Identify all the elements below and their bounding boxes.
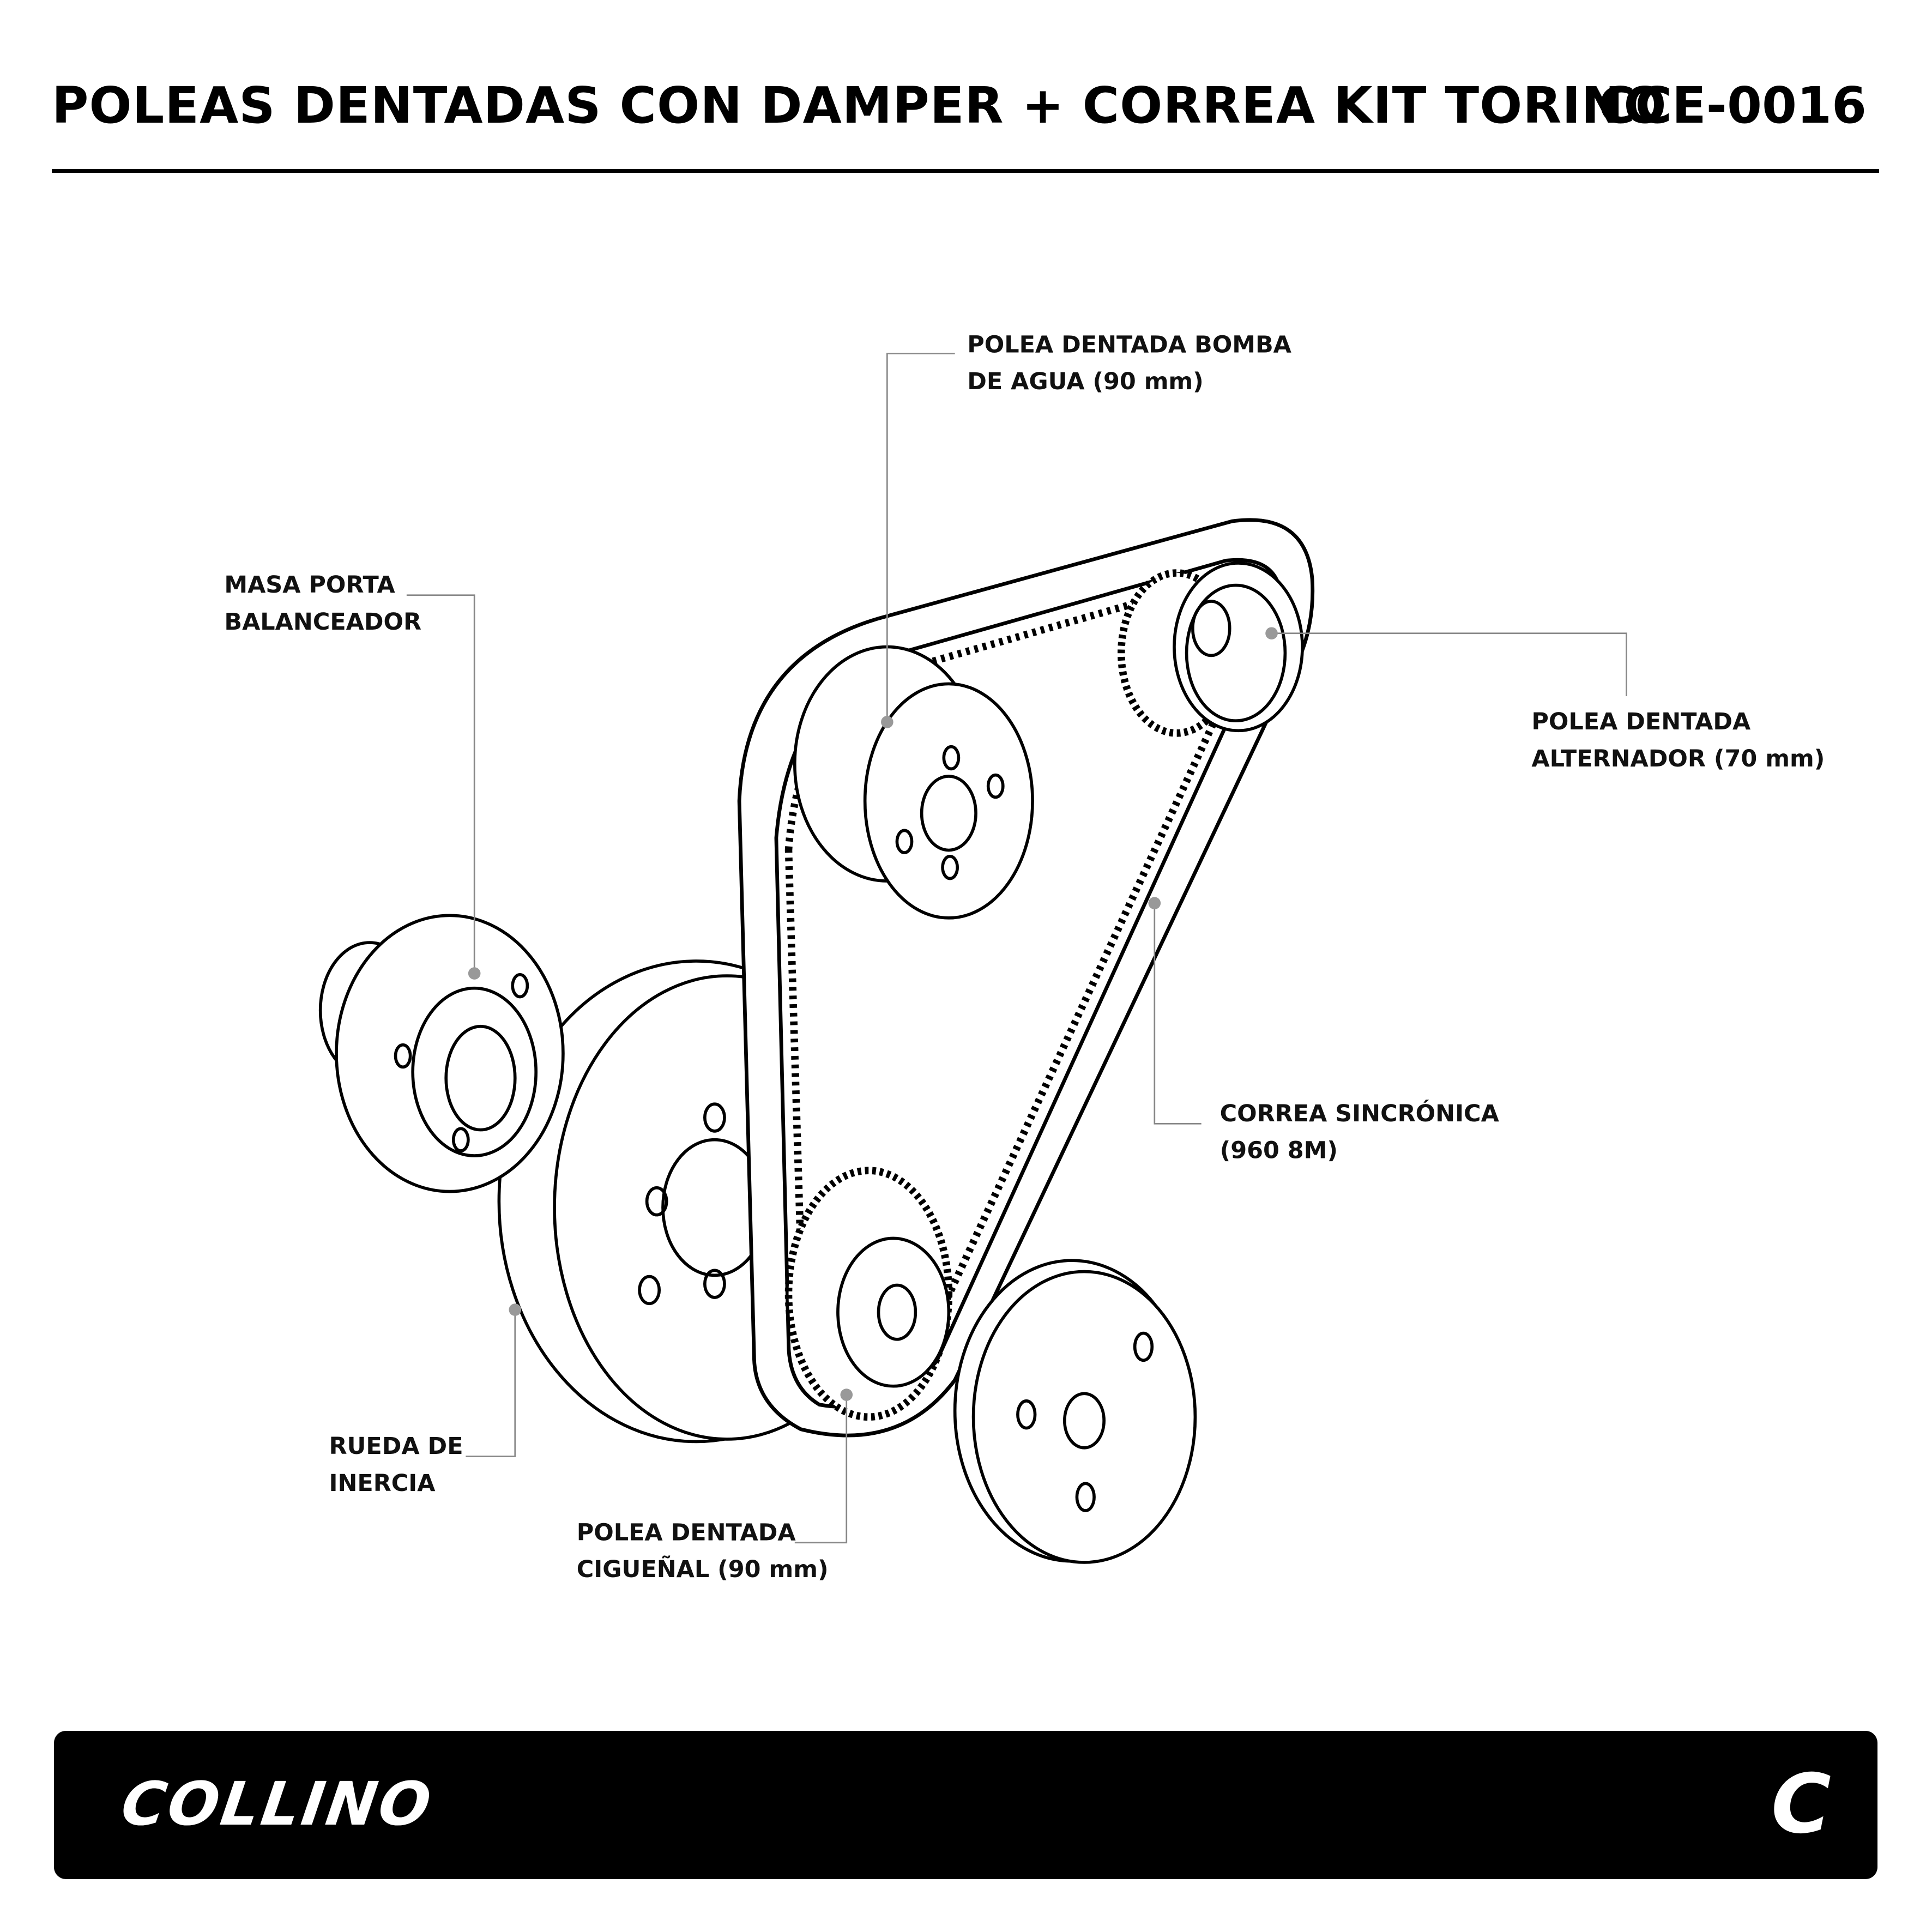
label-alternador-line2: ALTERNADOR (70 mm) [1531,745,1825,772]
label-bomba-line2: DE AGUA (90 mm) [967,368,1204,395]
label-rueda-line1: RUEDA DE [329,1433,463,1460]
label-masa-line2: BALANCEADOR [224,608,421,636]
collino-logo: COLLINO [117,1769,437,1839]
product-code: CCE-0016 [1598,76,1867,135]
crankshaft-pulley [784,1167,953,1421]
label-ciguenal-line1: POLEA DENTADA [577,1519,796,1546]
balancer-hub [318,914,565,1193]
leader-lines [406,353,1627,1544]
label-correa-line1: CORREA SINCRÓNICA [1220,1100,1500,1127]
label-bomba-line1: POLEA DENTADA BOMBA [967,331,1291,358]
footer-bar: COLLINO C [54,1731,1877,1879]
label-correa-line2: (960 8M) [1220,1137,1338,1164]
alternator-pulley [1118,562,1304,737]
leader-dots [468,627,1278,1401]
plain-pulley [953,1259,1197,1564]
collino-c-logo-icon: C [1771,1757,1831,1852]
label-masa-line1: MASA PORTA [224,571,395,599]
header-divider [52,169,1879,173]
label-rueda-line2: INERCIA [329,1470,436,1497]
label-ciguenal-line2: CIGUEÑAL (90 mm) [577,1555,829,1583]
page-title: POLEAS DENTADAS CON DAMPER + CORREA KIT … [52,76,1667,135]
label-alternador-line1: POLEA DENTADA [1531,708,1751,735]
